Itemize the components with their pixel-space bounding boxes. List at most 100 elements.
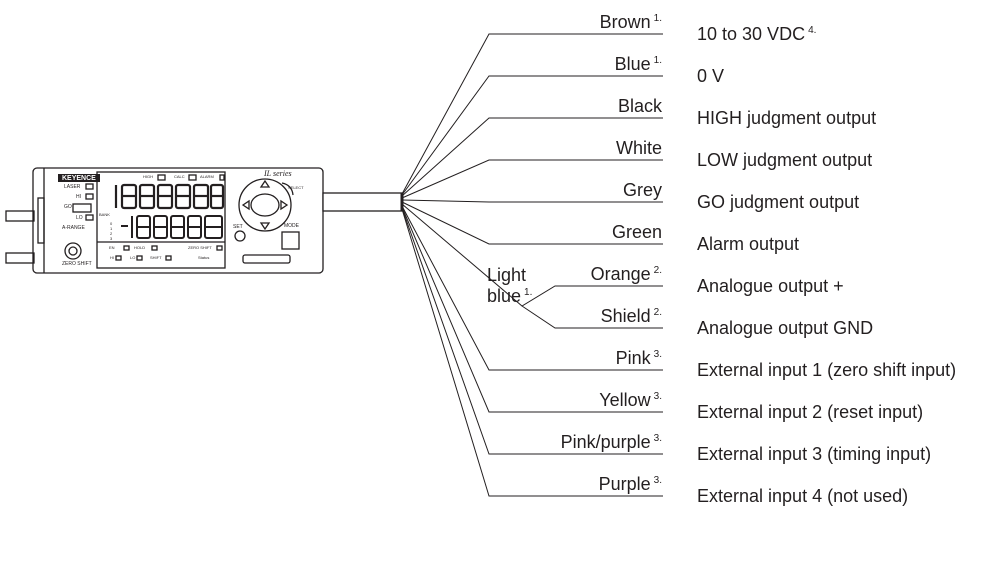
series-logo: IL series bbox=[264, 169, 292, 178]
hi-status-label: HI bbox=[110, 255, 114, 260]
wire-function-label: Analogue output + bbox=[697, 276, 844, 296]
device-housing bbox=[32, 167, 324, 274]
wire-function-label: External input 1 (zero shift input) bbox=[697, 360, 957, 380]
brand-badge bbox=[58, 174, 100, 182]
wire-color: Blue bbox=[614, 54, 651, 74]
footnote-marker: 2. bbox=[653, 265, 662, 276]
zero-shift-button bbox=[64, 242, 82, 260]
wire-color: Pink/purple bbox=[560, 432, 651, 452]
footnote-marker: 3. bbox=[653, 475, 662, 486]
laser-label: LASER bbox=[64, 184, 81, 190]
name-plate bbox=[242, 254, 291, 264]
left-arrow-icon bbox=[241, 199, 250, 211]
wire-line bbox=[401, 159, 663, 199]
group-label-text: blue bbox=[487, 286, 522, 306]
wire-line bbox=[401, 205, 663, 371]
wire-line bbox=[401, 208, 663, 497]
right-arrow-icon bbox=[280, 199, 289, 211]
bank-digit: 0 bbox=[110, 221, 113, 226]
zero-shift-status-label: ZERO SHIFT bbox=[188, 245, 212, 250]
wire-color: Grey bbox=[622, 180, 662, 200]
calc-status-label: CALC bbox=[174, 174, 185, 179]
lo-label: LO bbox=[76, 215, 83, 221]
wire-function-label: HIGH judgment output bbox=[697, 108, 877, 128]
footnote-marker: 3. bbox=[653, 433, 662, 444]
wire-function-label: External input 3 (timing input) bbox=[697, 444, 932, 464]
hi-led bbox=[85, 193, 94, 200]
bank-digit: 1 bbox=[110, 226, 113, 231]
wire-line bbox=[401, 75, 663, 196]
wire-color-label: Green bbox=[612, 222, 662, 242]
main-display-digits bbox=[114, 183, 225, 210]
wire-function-label: Alarm output bbox=[697, 234, 800, 254]
shift-status-label: SHIFT bbox=[150, 255, 162, 260]
wire-function-label: External input 4 (not used) bbox=[697, 486, 909, 506]
set-label: SET bbox=[233, 224, 243, 230]
footnote-marker: 1. bbox=[524, 287, 533, 298]
footnote-marker: 4. bbox=[808, 25, 817, 36]
wire-line bbox=[401, 33, 663, 195]
hold-status-label: HOLD bbox=[134, 245, 146, 250]
wire-color-label: White bbox=[616, 138, 662, 158]
wire-line bbox=[401, 207, 663, 455]
a-range-label: A-RANGE bbox=[62, 225, 85, 231]
wire-color: Pink bbox=[615, 348, 651, 368]
go-label: GO bbox=[64, 204, 72, 210]
wire-color: Black bbox=[617, 96, 662, 116]
alarm-status-label: ALARM bbox=[200, 174, 214, 179]
select-label: SELECT bbox=[288, 185, 304, 190]
connector-pin-top bbox=[5, 210, 35, 222]
lo-led bbox=[85, 214, 94, 221]
down-arrow-icon bbox=[259, 222, 271, 231]
wire-color: Brown bbox=[599, 12, 651, 32]
wire-function-label: External input 2 (reset input) bbox=[697, 402, 924, 422]
bank-digit: 2 bbox=[110, 231, 113, 236]
mode-button bbox=[281, 231, 300, 250]
wire-function-label: 0 V bbox=[697, 66, 725, 86]
wire-color: Orange bbox=[590, 264, 651, 284]
wire-color-label: Grey bbox=[623, 180, 662, 200]
lo-status-label: LO bbox=[130, 255, 136, 260]
wire-line bbox=[401, 206, 663, 413]
wire-color: Purple bbox=[598, 474, 651, 494]
footnote-marker: 3. bbox=[653, 391, 662, 402]
wire-function-label: LOW judgment output bbox=[697, 150, 873, 170]
en-status-label: EN bbox=[109, 245, 115, 250]
footnote-marker: 2. bbox=[653, 307, 662, 318]
wire-function-label: GO judgment output bbox=[697, 192, 860, 212]
display-panel bbox=[96, 171, 226, 269]
footnote-marker: 3. bbox=[653, 349, 662, 360]
arrow-key-pad bbox=[238, 178, 292, 232]
side-latch bbox=[37, 197, 45, 244]
wire-line bbox=[401, 117, 663, 197]
footnote-marker: 1. bbox=[653, 13, 662, 24]
connector-pin-bottom bbox=[5, 252, 35, 264]
center-key bbox=[250, 193, 280, 217]
wire-line bbox=[521, 305, 663, 329]
wire-function: 10 to 30 VDC bbox=[697, 24, 806, 44]
mode-label: MODE bbox=[284, 223, 299, 229]
wire-line bbox=[401, 201, 663, 245]
bank-label: BANK bbox=[99, 212, 110, 217]
sub-display-digits bbox=[121, 215, 223, 239]
select-marker bbox=[281, 182, 294, 196]
wire-color-label: Black bbox=[618, 96, 662, 116]
bank-digit: 3 bbox=[110, 236, 113, 241]
brand-logo: KEYENCE bbox=[62, 175, 96, 182]
group-label-line1: Light bbox=[487, 265, 527, 285]
go-led bbox=[72, 203, 92, 213]
wire-color: White bbox=[615, 138, 662, 158]
wire-function-label: Analogue output GND bbox=[697, 318, 874, 338]
zero-shift-label: ZERO SHIFT bbox=[62, 261, 92, 267]
wire-line bbox=[401, 199, 663, 203]
